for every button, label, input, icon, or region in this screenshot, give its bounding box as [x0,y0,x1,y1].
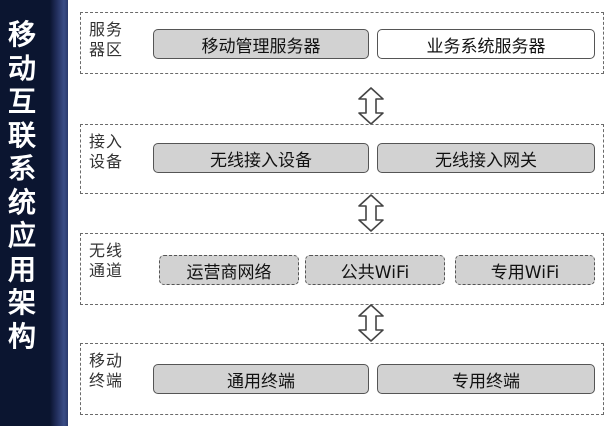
title-char: 动 [7,51,36,85]
section-label-line: 器区 [89,40,124,59]
title-char: 统 [7,185,36,219]
title-char: 架 [7,286,36,319]
section-label: 接入 设备 [89,132,123,172]
section-label-line: 终端 [89,371,124,390]
divider-stripe [44,0,68,426]
double-arrow-icon [358,194,384,232]
section-label-line: 无线 [89,241,124,260]
title-char: 系 [7,152,36,185]
carrier-network-box: 运营商网络 [159,255,299,285]
wireless-channel-section: 无线 通道 运营商网络 公共WiFi 专用WiFi [80,233,604,305]
mobile-terminal-section: 移动 终端 通用终端 专用终端 [80,343,604,415]
title-char: 移 [7,18,36,51]
section-label: 无线 通道 [89,241,123,281]
section-label-line: 服务 [89,20,124,39]
server-zone-section: 服务 器区 移动管理服务器 业务系统服务器 [80,12,604,74]
mobile-management-server-box: 移动管理服务器 [153,29,369,59]
title-char: 互 [7,85,36,118]
private-wifi-box: 专用WiFi [455,255,595,285]
section-label: 服务 器区 [89,20,123,60]
access-device-section: 接入 设备 无线接入设备 无线接入网关 [80,124,604,194]
wireless-access-device-box: 无线接入设备 [153,143,369,173]
wireless-access-gateway-box: 无线接入网关 [377,143,595,173]
section-label-line: 设备 [89,152,124,171]
double-arrow-icon [358,304,384,342]
title-char: 构 [7,319,36,353]
title-char: 应 [7,219,36,252]
section-label-line: 移动 [89,351,124,370]
title-char: 用 [7,252,36,286]
business-system-server-box: 业务系统服务器 [377,29,595,59]
vertical-title: 移 动 互 联 系 统 应 用 架 构 [0,18,44,353]
general-terminal-box: 通用终端 [153,364,369,394]
dedicated-terminal-box: 专用终端 [377,364,595,394]
section-label-line: 通道 [89,261,124,280]
public-wifi-box: 公共WiFi [305,255,445,285]
title-sidebar: 移 动 互 联 系 统 应 用 架 构 [0,0,44,426]
title-char: 联 [7,118,36,152]
section-label-line: 接入 [89,132,124,151]
diagram-panel [68,0,616,426]
double-arrow-icon [358,87,384,125]
section-label: 移动 终端 [89,351,123,391]
